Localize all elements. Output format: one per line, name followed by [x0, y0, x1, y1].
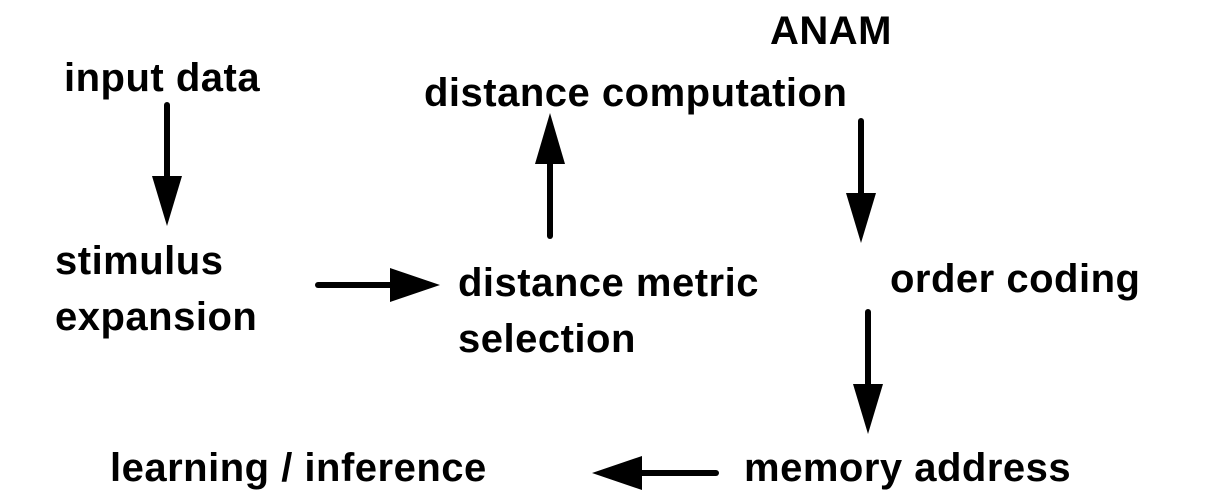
node-stimulus-expansion-line2: expansion — [55, 295, 258, 339]
arrow-up-metric-to-computation — [535, 113, 565, 239]
node-distance-computation: distance computation — [424, 71, 848, 115]
arrow-down-input-to-stimulus — [152, 102, 182, 226]
node-order-coding: order coding — [890, 257, 1141, 301]
title-anam: ANAM — [770, 9, 892, 53]
node-memory-address: memory address — [744, 446, 1072, 490]
arrow-down-computation-to-order — [846, 118, 876, 243]
arrow-right-stimulus-to-metric — [315, 268, 440, 302]
arrow-down-order-to-memory — [853, 309, 883, 434]
node-distance-metric-line2: selection — [458, 317, 636, 361]
arrow-left-memory-to-learning — [592, 456, 719, 490]
node-learning-inference: learning / inference — [110, 446, 487, 490]
node-stimulus-expansion-line1: stimulus — [55, 239, 224, 283]
node-input-data: input data — [64, 56, 261, 100]
node-distance-metric-line1: distance metric — [458, 261, 759, 305]
